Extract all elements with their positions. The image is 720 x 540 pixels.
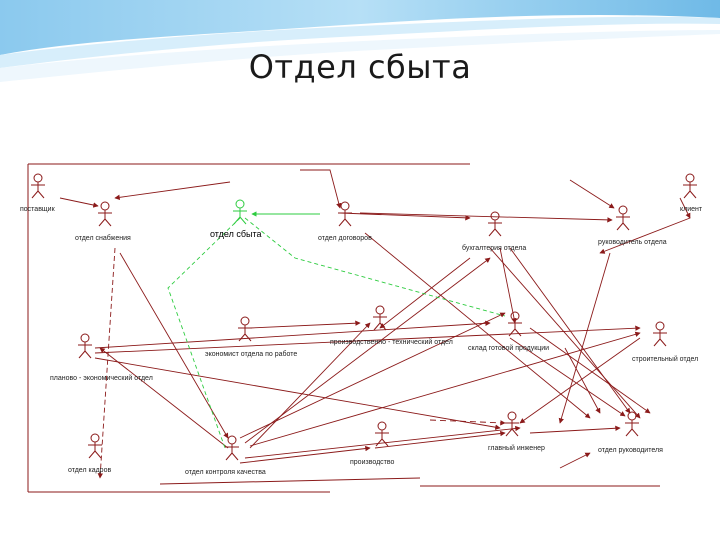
actor-otdel-sbyta: отдел сбыта — [210, 199, 262, 239]
actor-postavshik: поставщик — [20, 173, 56, 213]
actor-planovo-ekonom: планово - экономический отдел — [50, 333, 153, 382]
actor-stroitelnyi: строительный отдел — [632, 321, 698, 363]
label-glavnyi-inzhener: главный инженер — [488, 444, 545, 452]
label-otdel-rukovoditelya: отдел руководителя — [598, 447, 663, 454]
actor-otdel-rukovoditelya: отдел руководителя — [598, 411, 663, 454]
label-otdel-snabzheniya: отдел снабжения — [75, 234, 131, 242]
label-otdel-sbyta: отдел сбыта — [210, 229, 262, 239]
frame-lines — [27, 163, 660, 493]
slide-title: Отдел сбыта — [248, 48, 472, 86]
connection-arrows — [59, 169, 691, 479]
use-case-diagram: поставщик отдел снабжения отдел сбыта от… — [0, 158, 720, 498]
label-postavshik: поставщик — [20, 206, 56, 213]
actor-otdel-snabzheniya: отдел снабжения — [75, 201, 131, 242]
actor-sklad: склад готовой продукции — [468, 311, 549, 352]
actor-ekonomist: экономист отдела по работе — [205, 316, 297, 358]
label-rukovoditel-otdela: руководитель отдела — [598, 239, 667, 246]
label-otdel-kadrov: отдел кадров — [68, 467, 111, 474]
label-proizvodstvo: производство — [350, 459, 395, 466]
actor-otdel-kontrolya: отдел контроля качества — [185, 435, 266, 476]
actor-buhgalteriya: бухгалтерия отдела — [462, 211, 526, 252]
actor-glavnyi-inzhener: главный инженер — [488, 411, 545, 452]
label-stroitelnyi: строительный отдел — [632, 355, 698, 363]
actor-otdel-dogovorov: отдел договоров — [318, 201, 372, 242]
label-otdel-kontrolya: отдел контроля качества — [185, 469, 266, 476]
label-klient: клиент — [680, 206, 703, 213]
actor-rukovoditel-otdela: руководитель отдела — [598, 205, 667, 246]
label-planovo-ekonom: планово - экономический отдел — [50, 374, 153, 382]
label-ekonomist: экономист отдела по работе — [205, 350, 297, 358]
label-proizv-tehnicheskiy: производственно - технический отдел — [330, 338, 453, 346]
green-flow — [167, 211, 506, 449]
header-wave-background — [0, 0, 720, 82]
label-otdel-dogovorov: отдел договоров — [318, 235, 372, 242]
actor-klient: клиент — [680, 173, 703, 213]
actor-otdel-kadrov: отдел кадров — [68, 433, 111, 474]
actor-proizvodstvo: производство — [350, 421, 395, 466]
label-buhgalteriya: бухгалтерия отдела — [462, 244, 526, 252]
label-sklad: склад готовой продукции — [468, 344, 549, 352]
actor-proizv-tehnicheskiy: производственно - технический отдел — [330, 305, 453, 346]
diagram-canvas: поставщик отдел снабжения отдел сбыта от… — [20, 163, 703, 493]
